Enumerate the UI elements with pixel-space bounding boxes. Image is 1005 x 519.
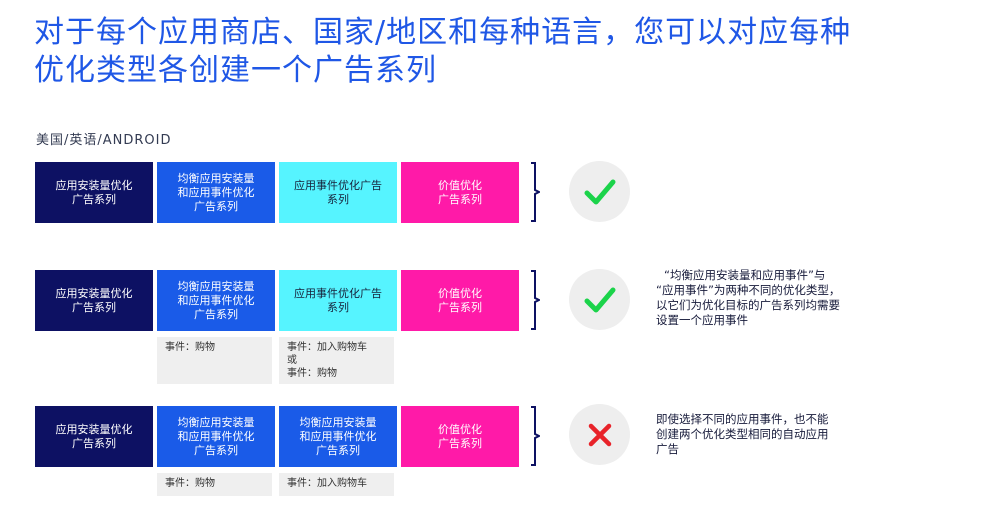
campaign-box-balanced: 均衡应用安装量和应用事件优化广告系列 bbox=[279, 406, 397, 467]
campaign-box-install: 应用安装量优化广告系列 bbox=[35, 406, 153, 467]
status-circle bbox=[569, 404, 630, 465]
campaign-box-value: 价值优化广告系列 bbox=[401, 406, 519, 467]
bracket-icon bbox=[531, 406, 540, 466]
bracket-icon bbox=[531, 162, 540, 222]
market-label: 美国/英语/ANDROID bbox=[36, 133, 172, 148]
campaign-box-value: 价值优化广告系列 bbox=[401, 270, 519, 331]
title-line: 对于每个应用商店、国家/地区和每种语言，您可以对应每种 bbox=[34, 15, 852, 50]
event-label: 事件：购物 bbox=[157, 337, 272, 384]
cross-icon bbox=[588, 423, 611, 446]
campaign-box-install: 应用安装量优化广告系列 bbox=[35, 270, 153, 331]
note-text: 即使选择不同的应用事件，也不能 创建两个优化类型相同的自动应用 广告 bbox=[656, 412, 829, 456]
campaign-box-value: 价值优化广告系列 bbox=[401, 162, 519, 223]
note-text: “均衡应用安装量和应用事件”与 “应用事件”为两种不同的优化类型， 以它们为优化… bbox=[656, 268, 841, 327]
campaign-box-app-event: 应用事件优化广告系列 bbox=[279, 162, 397, 223]
campaign-box-balanced: 均衡应用安装量和应用事件优化广告系列 bbox=[157, 162, 275, 223]
check-icon bbox=[584, 287, 615, 312]
check-icon bbox=[584, 179, 615, 204]
status-circle bbox=[569, 161, 630, 222]
bracket-icon bbox=[531, 270, 540, 330]
status-circle bbox=[569, 269, 630, 330]
campaign-box-balanced: 均衡应用安装量和应用事件优化广告系列 bbox=[157, 406, 275, 467]
title-line: 优化类型各创建一个广告系列 bbox=[34, 53, 437, 88]
event-label: 事件：加入购物车 bbox=[279, 473, 394, 496]
campaign-box-balanced: 均衡应用安装量和应用事件优化广告系列 bbox=[157, 270, 275, 331]
campaign-box-install: 应用安装量优化广告系列 bbox=[35, 162, 153, 223]
event-label: 事件：加入购物车 或 事件：购物 bbox=[279, 337, 394, 384]
campaign-box-app-event: 应用事件优化广告系列 bbox=[279, 270, 397, 331]
page-title: 对于每个应用商店、国家/地区和每种语言，您可以对应每种 优化类型各创建一个广告系… bbox=[34, 14, 974, 90]
event-label: 事件：购物 bbox=[157, 473, 272, 496]
